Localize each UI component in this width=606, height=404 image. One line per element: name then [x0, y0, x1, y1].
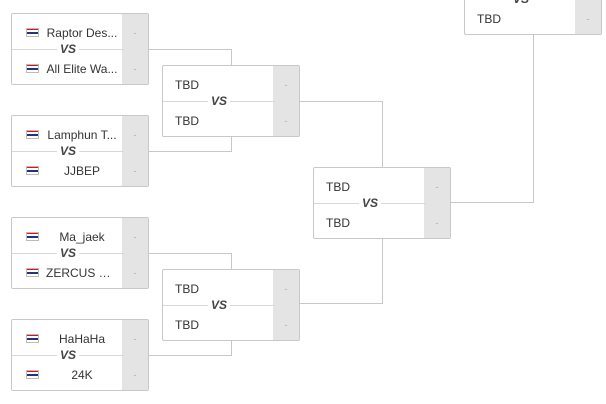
match-r1-4[interactable]: HaHaHa - VS 24K -	[11, 319, 149, 391]
bracket-connector	[300, 101, 383, 102]
vs-divider: VS	[12, 347, 124, 363]
team-name: Ma_jaek	[59, 230, 105, 244]
team-name: TBD	[477, 12, 501, 26]
team-score: -	[133, 232, 137, 242]
vs-divider: VS	[314, 195, 426, 211]
team-score: -	[133, 166, 137, 176]
bracket-connector	[149, 151, 232, 152]
match-r2-2[interactable]: TBD - VS TBD -	[162, 269, 300, 341]
vs-label: VS	[56, 143, 80, 159]
vs-label: VS	[207, 297, 231, 313]
team-score: -	[586, 14, 590, 24]
team-slot[interactable]: TBD	[314, 178, 426, 196]
team-score: -	[133, 334, 137, 344]
thailand-flag-icon	[26, 130, 39, 139]
score-column	[122, 14, 148, 84]
score-column	[575, 0, 601, 34]
team-name: Lamphun T...	[47, 128, 117, 142]
vs-divider: VS	[465, 0, 577, 7]
thailand-flag-icon	[26, 268, 39, 277]
team-score: -	[133, 28, 137, 38]
vs-label: VS	[207, 93, 231, 109]
vs-divider: VS	[12, 143, 124, 159]
team-slot[interactable]: 24K	[12, 366, 124, 384]
vs-label: VS	[56, 347, 80, 363]
team-name: Raptor Des...	[46, 26, 118, 40]
vs-label: VS	[56, 245, 80, 261]
vs-divider: VS	[12, 41, 124, 57]
team-name: TBD	[175, 318, 199, 332]
score-column	[273, 66, 299, 136]
match-r4-1[interactable]: VS TBD -	[464, 0, 602, 35]
team-slot[interactable]: JJBEP	[12, 162, 124, 180]
team-score: -	[133, 64, 137, 74]
team-score: -	[284, 116, 288, 126]
bracket-connector	[300, 303, 383, 304]
thailand-flag-icon	[26, 166, 39, 175]
team-score: -	[284, 320, 288, 330]
team-name: TBD	[175, 78, 199, 92]
team-slot[interactable]: TBD	[314, 214, 426, 232]
team-name: HaHaHa	[58, 332, 106, 346]
team-slot[interactable]: TBD	[163, 112, 275, 130]
team-name: JJBEP	[63, 164, 100, 178]
score-column	[122, 320, 148, 390]
bracket-connector	[231, 49, 232, 65]
team-slot[interactable]: Raptor Des...	[12, 24, 124, 42]
thailand-flag-icon	[26, 334, 39, 343]
team-slot[interactable]: TBD	[163, 76, 275, 94]
team-score: -	[133, 268, 137, 278]
team-slot[interactable]: ZERCUS Es...	[12, 264, 124, 282]
score-column	[273, 270, 299, 340]
bracket-connector	[382, 239, 383, 304]
team-name: TBD	[326, 216, 350, 230]
team-name: 24K	[71, 368, 93, 382]
team-score: -	[133, 370, 137, 380]
team-score: -	[284, 80, 288, 90]
team-slot[interactable]: All Elite Wa...	[12, 60, 124, 78]
bracket-connector	[149, 253, 232, 254]
thailand-flag-icon	[26, 28, 39, 37]
bracket-connector	[231, 137, 232, 152]
match-r1-3[interactable]: Ma_jaek - VS ZERCUS Es... -	[11, 217, 149, 289]
team-name: TBD	[326, 180, 350, 194]
thailand-flag-icon	[26, 64, 39, 73]
bracket-connector	[231, 253, 232, 269]
match-r2-1[interactable]: TBD - VS TBD -	[162, 65, 300, 137]
team-name: ZERCUS Es...	[46, 266, 118, 280]
bracket-connector	[533, 35, 534, 203]
team-name: TBD	[175, 114, 199, 128]
team-slot[interactable]: Lamphun T...	[12, 126, 124, 144]
team-slot[interactable]: HaHaHa	[12, 330, 124, 348]
team-name: TBD	[175, 282, 199, 296]
bracket-connector	[382, 101, 383, 167]
score-column	[122, 218, 148, 288]
team-score: -	[435, 182, 439, 192]
vs-divider: VS	[163, 297, 275, 313]
vs-divider: VS	[12, 245, 124, 261]
bracket-connector	[149, 49, 232, 50]
team-slot[interactable]: TBD	[163, 280, 275, 298]
bracket-connector	[451, 202, 534, 203]
team-score: -	[284, 284, 288, 294]
vs-label: VS	[56, 41, 80, 57]
team-slot[interactable]: TBD	[163, 316, 275, 334]
match-r1-2[interactable]: Lamphun T... - VS JJBEP -	[11, 115, 149, 187]
bracket-connector	[149, 355, 232, 356]
thailand-flag-icon	[26, 370, 39, 379]
vs-divider: VS	[163, 93, 275, 109]
bracket-connector	[231, 341, 232, 356]
thailand-flag-icon	[26, 232, 39, 241]
match-r1-1[interactable]: Raptor Des... - VS All Elite Wa... -	[11, 13, 149, 85]
team-slot[interactable]: Ma_jaek	[12, 228, 124, 246]
score-column	[424, 168, 450, 238]
vs-label: VS	[358, 195, 382, 211]
score-column	[122, 116, 148, 186]
team-slot[interactable]: TBD	[465, 10, 577, 28]
match-r3-1[interactable]: TBD - VS TBD -	[313, 167, 451, 239]
team-name: All Elite Wa...	[46, 62, 118, 76]
team-score: -	[435, 218, 439, 228]
team-score: -	[133, 130, 137, 140]
vs-label: VS	[509, 0, 533, 7]
